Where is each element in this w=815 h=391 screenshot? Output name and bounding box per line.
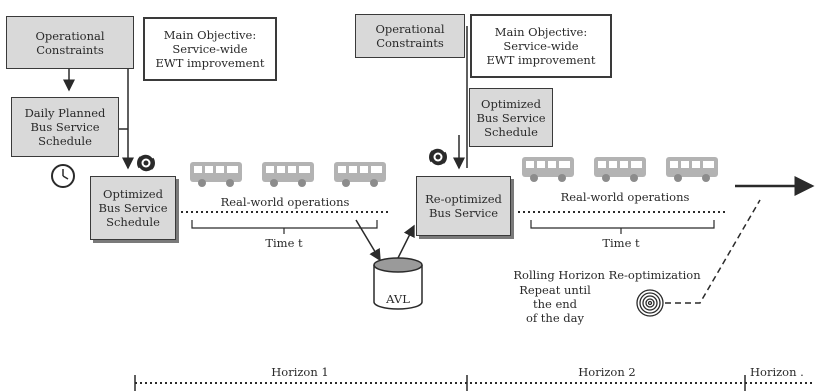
spiral-icon	[636, 289, 664, 317]
operations-to-avl-arrow	[355, 219, 381, 262]
bus-icon	[262, 162, 314, 187]
horizon-2-label: Horizon 2	[578, 365, 636, 379]
bus-icon	[522, 157, 574, 182]
right-realworld-label: Real-world operations	[560, 190, 690, 204]
right-optimized-schedule-box: Optimized Bus Service Schedule	[469, 88, 553, 147]
rolling-horizon-title: Rolling Horizon Re-optimization	[513, 268, 701, 282]
reoptimized-service-box: Re-optimized Bus Service	[416, 176, 511, 236]
left-realworld-label: Real-world operations	[220, 195, 350, 209]
left-operational-constraints-box: Operational Constraints	[6, 16, 134, 69]
right-time-label: Time t	[602, 236, 640, 250]
gear-icon	[136, 153, 156, 173]
avl-to-reoptimized-arrow	[396, 224, 415, 261]
repeat-until-label: Repeat until the end of the day	[519, 283, 591, 325]
database-icon	[373, 257, 423, 310]
avl-label: AVL	[386, 292, 410, 306]
optimized-schedule-box: Optimized Bus Service Schedule	[90, 176, 176, 240]
horizon-1-label: Horizon 1	[271, 365, 329, 379]
right-operational-constraints-box: Operational Constraints	[355, 14, 465, 58]
bus-icon	[190, 162, 242, 187]
rolling-horizon-dashed-path	[665, 199, 761, 304]
clock-icon	[51, 164, 75, 188]
horizon-3-label: Horizon .	[750, 365, 804, 379]
right-main-objective-box: Main Objective: Service-wide EWT improve…	[470, 14, 612, 78]
left-time-bracket	[191, 220, 378, 229]
left-main-objective-box: Main Objective: Service-wide EWT improve…	[143, 17, 277, 81]
gear-icon	[428, 147, 448, 167]
left-time-label: Time t	[265, 236, 303, 250]
bus-icon	[334, 162, 386, 187]
bus-icon	[666, 157, 718, 182]
bus-icon	[594, 157, 646, 182]
daily-planned-schedule-box: Daily Planned Bus Service Schedule	[11, 97, 119, 157]
right-time-bracket	[530, 220, 715, 229]
